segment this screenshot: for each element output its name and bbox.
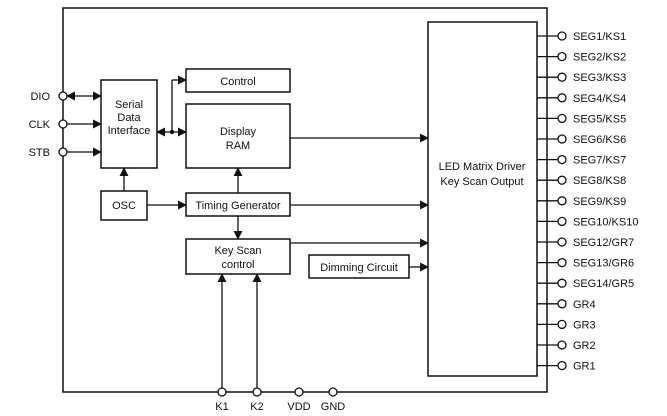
pin-clk-label: CLK: [29, 119, 51, 131]
right-pin-label: SEG1/KS1: [573, 31, 626, 43]
right-pin-terminal: [557, 216, 567, 227]
serial-label-3: Interface: [108, 125, 151, 137]
right-pin-label: SEG2/KS2: [573, 52, 626, 64]
led-matrix-driver-block: LED Matrix Driver Key Scan Output: [427, 21, 538, 377]
key-scan-label-1: Key Scan: [214, 245, 261, 257]
right-pin-terminal: [557, 154, 567, 165]
serial-label-2: Data: [117, 112, 141, 124]
right-pin-label: SEG7/KS7: [573, 155, 626, 167]
junction-dots: [169, 129, 175, 135]
osc-block: OSC: [100, 190, 148, 221]
right-pin-label: SEG6/KS6: [573, 134, 626, 146]
right-pins: SEG1/KS1SEG2/KS2SEG3/KS3SEG4/KS4SEG5/KS5…: [537, 31, 638, 373]
dimming-circuit-label: Dimming Circuit: [320, 262, 398, 274]
bottom-pin-terminal: [252, 387, 262, 397]
chip-outline: [62, 7, 548, 393]
display-ram-label-2: RAM: [226, 140, 250, 152]
timing-generator-block: Timing Generator: [185, 192, 291, 217]
right-pin-label: GR4: [573, 299, 596, 311]
pin-clk-terminal: [58, 119, 68, 129]
key-scan-control-block: Key Scan control: [185, 238, 291, 275]
control-block: Control: [185, 68, 291, 93]
right-pin-terminal: [557, 278, 567, 288]
bottom-pin-label: GND: [321, 401, 346, 413]
pin-dio-label: DIO: [30, 91, 50, 103]
right-pin-label: SEG4/KS4: [573, 93, 626, 105]
left-pins: DIO CLK STB: [29, 91, 68, 159]
right-pin-terminal: [557, 237, 567, 247]
led-driver-label-1: LED Matrix Driver: [439, 161, 526, 173]
serial-interface-block: Serial Data Interface: [100, 79, 158, 169]
right-pin-terminal: [557, 257, 567, 268]
bottom-pin-label: VDD: [287, 401, 310, 413]
pin-stb-label: STB: [29, 147, 50, 159]
right-pin-terminal: [557, 134, 567, 144]
bottom-pins: K1 K2 VDD GND: [215, 387, 346, 413]
right-pin-terminal: [557, 93, 567, 103]
right-pin-terminal: [557, 113, 567, 124]
bottom-pin-terminal: [328, 387, 338, 397]
display-ram-block: Display RAM: [185, 103, 291, 169]
serial-label-1: Serial: [115, 99, 143, 111]
bottom-pin-terminal: [294, 387, 304, 397]
right-pin-terminal: [557, 340, 567, 350]
right-pin-label: SEG14/GR5: [573, 278, 634, 290]
right-pin-label: SEG12/GR7: [573, 237, 634, 249]
osc-label: OSC: [112, 200, 136, 212]
right-pin-label: SEG5/KS5: [573, 113, 626, 125]
right-pin-terminal: [557, 196, 567, 206]
pin-stb-terminal: [58, 147, 68, 157]
right-pin-terminal: [557, 175, 567, 185]
right-pin-label: GR3: [573, 319, 596, 331]
right-pin-terminal: [557, 319, 567, 330]
right-pin-label: SEG3/KS3: [573, 72, 626, 84]
pin-dio-terminal: [58, 91, 68, 101]
key-scan-label-2: control: [221, 259, 254, 271]
bottom-pin-label: K2: [250, 401, 263, 413]
right-pin-label: SEG10/KS10: [573, 216, 638, 228]
right-pin-label: SEG9/KS9: [573, 196, 626, 208]
right-pin-label: SEG13/GR6: [573, 258, 634, 270]
timing-generator-label: Timing Generator: [195, 200, 281, 212]
right-pin-terminal: [557, 51, 567, 62]
right-pin-label: SEG8/KS8: [573, 175, 626, 187]
bottom-pin-terminal: [217, 387, 227, 397]
bottom-pin-label: K1: [215, 401, 228, 413]
right-pin-terminal: [557, 72, 567, 82]
connection-lines: [66, 75, 429, 388]
right-pin-terminal: [557, 31, 567, 41]
display-ram-label-1: Display: [220, 126, 257, 138]
control-label: Control: [220, 76, 255, 88]
led-driver-label-2: Key Scan Output: [440, 176, 523, 188]
right-pin-terminal: [557, 299, 567, 309]
right-pin-terminal: [557, 360, 567, 371]
dimming-circuit-block: Dimming Circuit: [308, 254, 410, 279]
right-pin-label: GR2: [573, 340, 596, 352]
right-pin-label: GR1: [573, 361, 596, 373]
